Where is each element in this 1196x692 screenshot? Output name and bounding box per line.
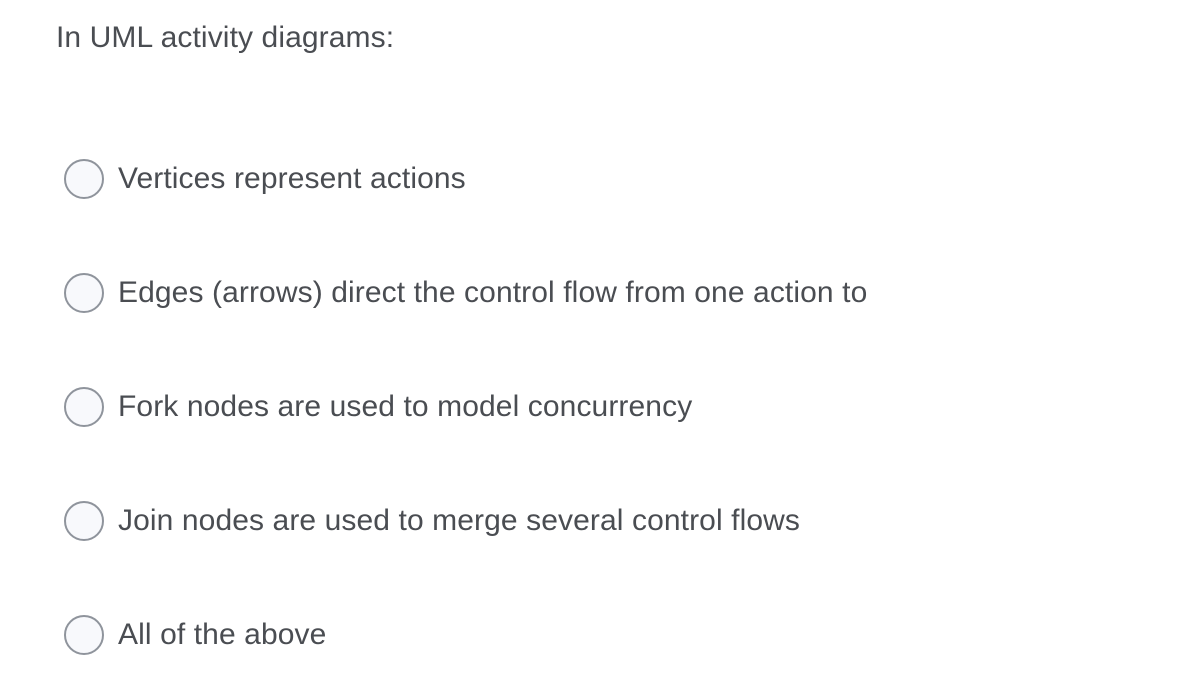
answer-option-label-d: Join nodes are used to merge several con… — [118, 504, 801, 537]
radio-button-icon-e[interactable] — [64, 615, 104, 655]
answer-option-label-c: Fork nodes are used to model concurrency — [118, 390, 693, 423]
radio-button-icon-a[interactable] — [64, 159, 104, 199]
radio-button-icon-c[interactable] — [64, 387, 104, 427]
answer-option-b[interactable]: Edges (arrows) direct the control flow f… — [0, 236, 1196, 350]
radio-button-icon-b[interactable] — [64, 273, 104, 313]
question-prompt: In UML activity diagrams: — [56, 21, 395, 54]
quiz-question-page: In UML activity diagrams: Vertices repre… — [56, 21, 868, 655]
answer-option-label-b: Edges (arrows) direct the control flow f… — [118, 276, 868, 309]
radio-button-icon-d[interactable] — [64, 501, 104, 541]
answer-option-label-e: All of the above — [118, 618, 327, 651]
answer-option-d[interactable]: Join nodes are used to merge several con… — [0, 464, 1196, 578]
answer-option-a[interactable]: Vertices represent actions — [0, 122, 1196, 236]
answer-option-label-a: Vertices represent actions — [118, 162, 466, 195]
answer-option-c[interactable]: Fork nodes are used to model concurrency — [0, 350, 1196, 464]
answer-options-list: Vertices represent actions Edges (arrows… — [0, 122, 1196, 692]
answer-option-e[interactable]: All of the above — [0, 578, 1196, 692]
